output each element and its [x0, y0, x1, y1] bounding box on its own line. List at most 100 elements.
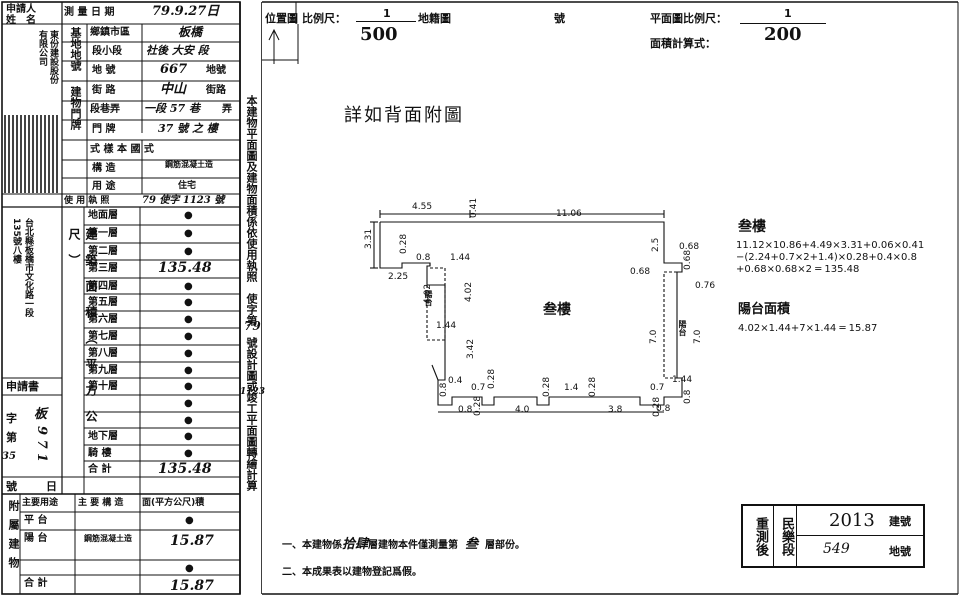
word-label: 字 [6, 412, 17, 425]
area-formula-label: 面積計算式： [650, 37, 716, 50]
cadastral-label: 地籍圖 [418, 12, 451, 25]
floor-name: 第三層 [88, 263, 118, 274]
note-1-floors: 拾肆 [342, 537, 369, 552]
usage-value: 住宅 [178, 181, 197, 191]
permit-label: 使 用 執 照 [64, 196, 110, 206]
dimension-label: 0.8 [683, 389, 693, 404]
sheet-label: 號 [554, 12, 565, 25]
dimension-label: 1.44 [672, 375, 693, 385]
dimension-label: 7.0 [649, 329, 659, 344]
number-label: 第 [6, 431, 17, 444]
right-sheet-frame [262, 1, 959, 595]
dimension-label: 4.55 [412, 202, 433, 212]
floor-name: 地面層 [88, 210, 118, 221]
style-label: 式 樣 本 國 式 [90, 144, 154, 155]
section-label: 段小段 [92, 46, 122, 57]
floor-title: 叁樓 [738, 219, 766, 235]
floor-area-value: ● [184, 448, 193, 459]
floor-area-value: ● [184, 314, 193, 325]
dimension-label: 11.06 [556, 209, 582, 219]
attached-use: 平 台 [24, 515, 48, 526]
floor-area-value: ● [184, 365, 193, 376]
attached-header-use: 主要用途 [22, 498, 59, 508]
dimension-label: 0.68 [630, 267, 651, 277]
day-label: 日 [46, 480, 57, 493]
floor-plan [370, 210, 683, 413]
stamp-building-no: 2013 [829, 510, 875, 531]
floor-area-value: ● [184, 281, 193, 292]
floor-area-value: 135.48 [158, 260, 212, 276]
stamp-col1: 重測後 [743, 506, 774, 566]
floor-name: 第七層 [88, 331, 118, 342]
note-1-floor: 叁 [464, 537, 478, 552]
dimension-label: 1.44 [450, 253, 471, 263]
stamp-building-suffix: 建號 [889, 515, 911, 528]
scale-num: 1 [383, 7, 391, 20]
floor-name: 地下層 [88, 431, 118, 442]
application-side-note: 35 [2, 451, 16, 462]
floor-area-value: ● [184, 228, 193, 239]
usage-label: 用 途 [92, 181, 116, 192]
floor-area-value: ● [184, 348, 193, 359]
section-value: 社後 大安 段 [146, 44, 209, 57]
floor-name: 第一層 [88, 228, 118, 239]
dimension-label: 4.0 [515, 405, 530, 415]
applicant-name: 東份建設股份有限公司 [37, 30, 58, 84]
dimension-label: 0.8 [439, 382, 449, 397]
dimension-label: 0.8 [416, 253, 431, 263]
attached-use: 陽 台 [24, 533, 48, 544]
dimension-label: 7.0 [693, 329, 703, 344]
lane-value: 一段 57 巷 [144, 102, 200, 115]
dimension-label: 3.42 [466, 338, 476, 359]
attached-area: ● [185, 515, 194, 526]
permit-value: 79 使字 1123 號 [142, 195, 225, 206]
dimension-label: 0.28 [542, 376, 552, 397]
stamp-lot-no: 549 [823, 541, 850, 557]
detail-note: 詳如背面附圖 [344, 105, 464, 126]
floor-area-value: 135.48 [158, 461, 212, 477]
floor-formula-line-1: 11.12×10.86+4.49×3.31+0.06×0.41 [736, 240, 925, 251]
building-door-label: 建物門牌 [69, 86, 82, 130]
owner-address: 台北縣板橋市文化路一段135號八樓 [11, 218, 33, 317]
plan-center-label: 叁樓 [543, 302, 571, 318]
plan-scale-den: 200 [764, 24, 802, 45]
vertical-permit-a: 79 [244, 319, 261, 333]
township-value: 板橋 [178, 25, 203, 39]
floor-area-value: ● [184, 331, 193, 342]
vertical-note: 本建物平面圖及建物面積係依使用執照 使字第 號設計圖或竣工平面圖轉繪計算 [245, 95, 258, 491]
floor-area-value: ● [184, 398, 193, 409]
floor-area-value: ● [184, 297, 193, 308]
attached-header-area: 面(平方公尺)積 [142, 498, 205, 508]
floor-name: 合 計 [88, 464, 112, 475]
floor-name: 第四層 [88, 281, 118, 292]
street-label: 街 路 [92, 85, 116, 96]
attached-area: ● [185, 563, 194, 574]
dimension-label: 0.28 [399, 233, 409, 254]
structure-label: 構 造 [92, 163, 116, 174]
dimension-label: 0.7 [650, 383, 665, 393]
dimension-label: 0.68 [679, 242, 700, 252]
application-number: 9 7 1 [34, 426, 49, 463]
balcony-tag-left: 陽台 [424, 290, 433, 306]
application-label: 申請書 [6, 380, 39, 393]
floor-name: 第十層 [88, 381, 118, 392]
dimension-label: 0.8 [458, 405, 473, 415]
balcony-tag-right: 陽台 [678, 320, 687, 336]
door-number-label: 門 牌 [92, 124, 116, 135]
dimension-label: 0.4 [448, 376, 463, 386]
floor-name: 騎 樓 [88, 448, 112, 459]
door-number-value: 37 號 之 樓 [158, 122, 218, 135]
lane-label: 段巷弄 [90, 104, 120, 115]
street-suffix: 街路 [206, 85, 226, 96]
note-2: 二、本成果表以建物登記爲假。 [282, 567, 422, 578]
lane-suffix: 弄 [222, 104, 232, 115]
stamp-box: 重測後 民樂段 2013 建號 549 地號 [741, 504, 925, 568]
stamp-col2: 民樂段 [774, 506, 797, 566]
stamp-lot-suffix: 地號 [889, 545, 911, 558]
floor-area-value: ● [184, 381, 193, 392]
floor-name: 第八層 [88, 348, 118, 359]
floor-formula: 11.12×10.86+4.49×3.31+0.06×0.41 −(2.24+0… [736, 240, 924, 276]
lot-number-label: 地 號 [92, 65, 116, 76]
dimension-label: 2.5 [651, 237, 661, 252]
floor-area-value: ● [184, 246, 193, 257]
